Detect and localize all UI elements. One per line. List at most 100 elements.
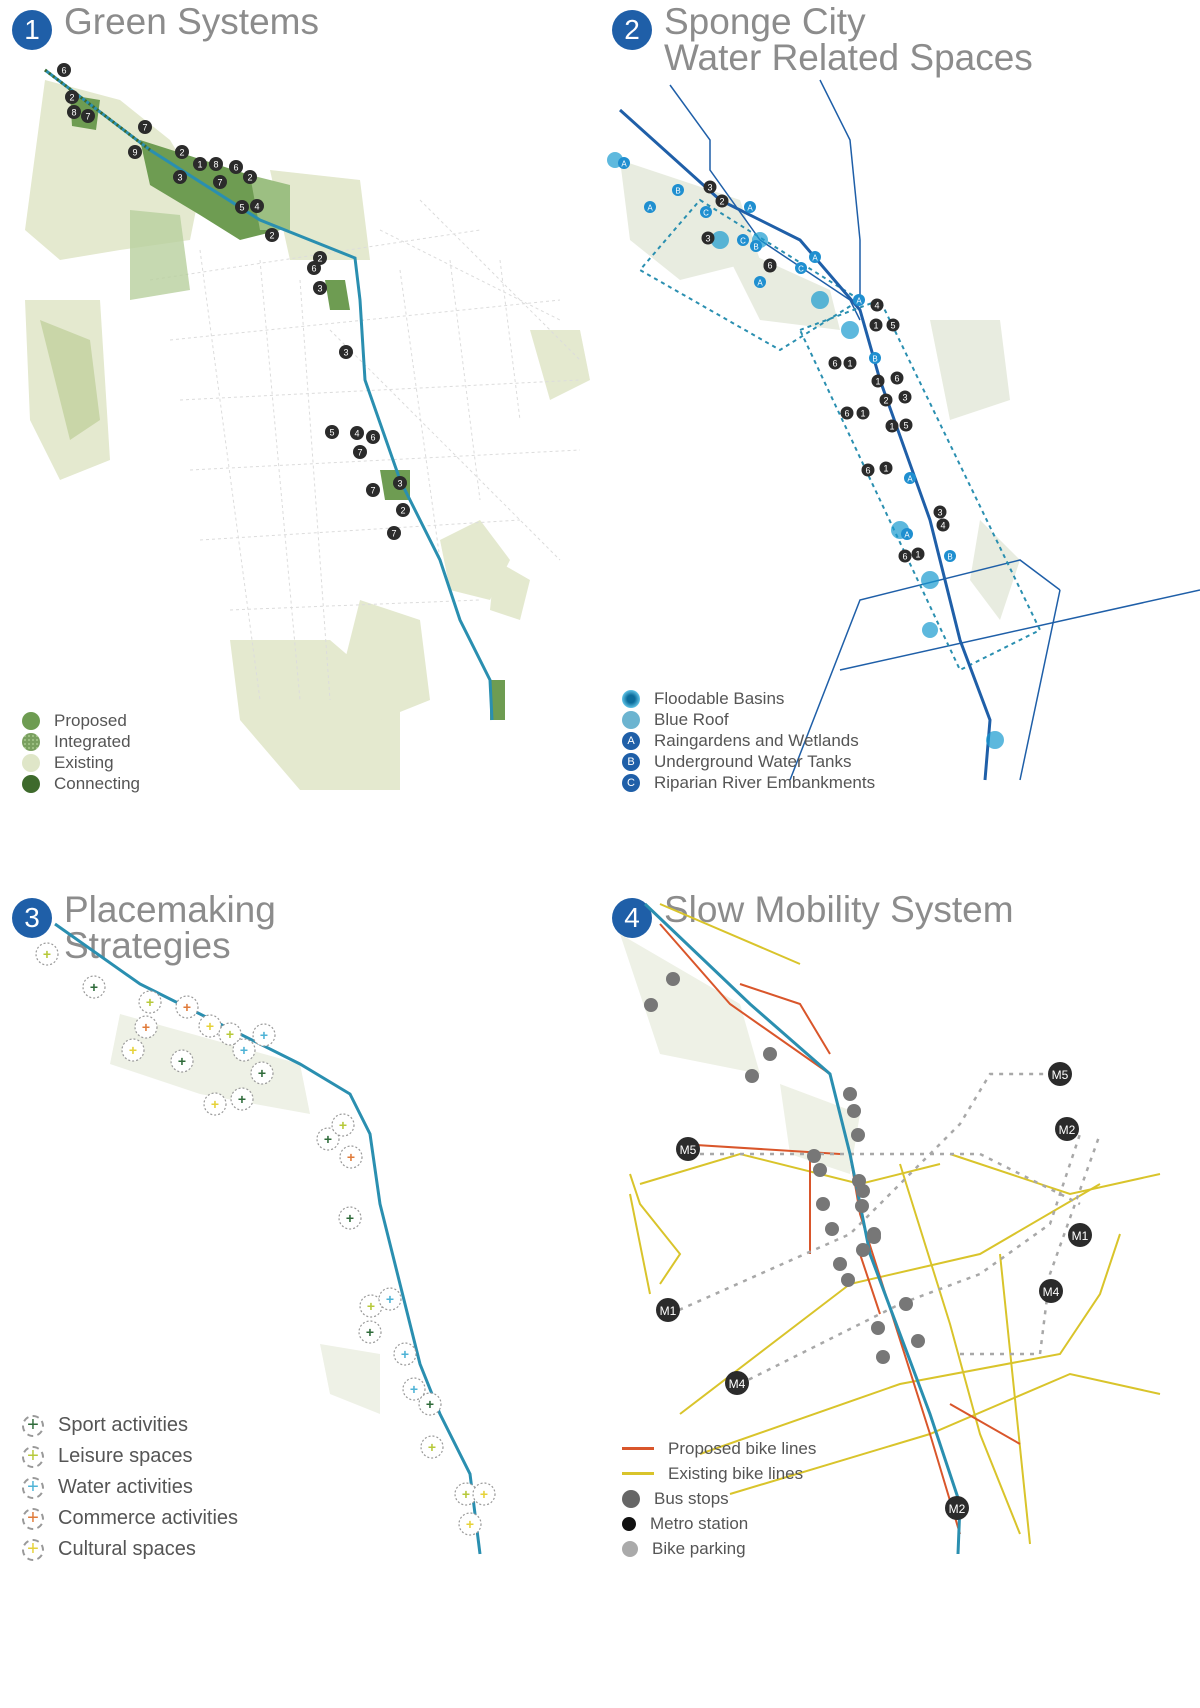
legend-label: Proposed bike lines	[668, 1438, 817, 1458]
activity-circle	[35, 942, 59, 966]
map-marker	[795, 262, 807, 274]
marker-label: 3	[705, 234, 710, 244]
marker-label: 2	[269, 231, 274, 241]
marker-label: 4	[254, 202, 259, 212]
map-marker	[840, 406, 854, 420]
activity-plus: +	[462, 1486, 470, 1502]
bus-stop-icon	[813, 1163, 827, 1177]
map-marker	[885, 419, 899, 433]
map-marker	[250, 199, 264, 213]
activity-circle	[393, 1342, 417, 1366]
activity-circle	[203, 1092, 227, 1116]
map-marker	[856, 406, 870, 420]
activity-plus: +	[146, 994, 154, 1010]
activity-circle	[198, 1014, 222, 1038]
map-marker	[911, 547, 925, 561]
panel-title: Sponge City Water Related Spaces	[664, 1, 1033, 78]
map-marker	[901, 528, 913, 540]
marker-label: 9	[132, 148, 137, 158]
activity-plus: +	[90, 979, 98, 995]
blue-roof-icon	[622, 710, 640, 729]
marker-label: A	[904, 531, 910, 540]
map-marker	[869, 352, 881, 364]
marker-label: 5	[890, 321, 895, 331]
panel-title: Green Systems	[64, 1, 319, 42]
marker-label: 1	[860, 409, 865, 419]
marker-label: 6	[767, 261, 772, 271]
activity-circle	[232, 1038, 256, 1062]
map-marker	[744, 201, 756, 213]
road-grid	[149, 199, 581, 701]
map-marker	[898, 390, 912, 404]
activity-plus: +	[260, 1027, 268, 1043]
bus-stop-icon	[644, 998, 658, 1012]
marker-label: 6	[311, 264, 316, 274]
legend-label: Water activities	[58, 1476, 193, 1498]
activity-plus: +	[401, 1346, 409, 1362]
map-marker	[933, 505, 947, 519]
connecting-river	[44, 68, 494, 721]
sponge-markers: 326364156116236115613461AABCACBAACBAAAB	[618, 157, 956, 563]
marker-label: 5	[239, 203, 244, 213]
map-marker	[366, 483, 380, 497]
marker-label: A	[907, 475, 913, 484]
map-marker	[890, 371, 904, 385]
legend-label: Underground Water Tanks	[654, 751, 852, 771]
legend-label: Integrated	[54, 731, 131, 751]
marker-label: A	[812, 254, 818, 263]
activity-plus: +	[346, 1210, 354, 1226]
legend-label: Existing	[54, 752, 114, 772]
map-marker	[265, 228, 279, 242]
cultural-icon: +	[22, 1538, 44, 1561]
map-marker	[213, 175, 227, 189]
activity-plus: +	[428, 1439, 436, 1455]
bus-stop-icon	[622, 1489, 640, 1508]
marker-label: 6	[844, 409, 849, 419]
metro-label-badge	[656, 1298, 680, 1322]
map-marker	[57, 63, 71, 77]
marker-label: 6	[832, 359, 837, 369]
activity-circle	[472, 1482, 496, 1506]
activity-circle	[175, 995, 199, 1019]
panel-title: Slow Mobility System	[664, 889, 1014, 930]
map-marker	[644, 201, 656, 213]
activity-plus: +	[480, 1486, 488, 1502]
metro-label-badge	[1039, 1279, 1063, 1303]
marker-label: 2	[247, 173, 252, 183]
map-marker	[618, 157, 630, 169]
map-marker	[879, 461, 893, 475]
marker-label: A	[757, 279, 763, 288]
metro-label-badge	[1068, 1223, 1092, 1247]
marker-label: 5	[903, 421, 908, 431]
map-marker	[809, 251, 821, 263]
marker-label: 5	[329, 428, 334, 438]
marker-label: 2	[317, 254, 322, 264]
map-marker	[763, 258, 777, 272]
activity-plus: +	[466, 1516, 474, 1532]
activity-plus: +	[129, 1042, 137, 1058]
marker-label: A	[747, 204, 753, 213]
activity-plus: +	[324, 1131, 332, 1147]
metro-label-text: M5	[680, 1143, 697, 1157]
bus-stop-icon	[807, 1149, 821, 1163]
proposed-swatch	[22, 711, 40, 730]
bus-stop-icon	[911, 1334, 925, 1348]
marker-label: 3	[937, 508, 942, 518]
activity-circle	[230, 1087, 254, 1111]
existing-swatch	[22, 753, 40, 772]
marker-label: 2	[69, 93, 74, 103]
activity-plus: +	[238, 1091, 246, 1107]
bus-stop-icon	[841, 1273, 855, 1287]
map-marker	[175, 145, 189, 159]
water-activity-icon: +	[22, 1476, 44, 1499]
marker-label: 4	[940, 521, 945, 531]
activity-circle	[339, 1145, 363, 1169]
map-marker	[754, 276, 766, 288]
marker-label: A	[647, 204, 653, 213]
map-marker	[871, 374, 885, 388]
map-marker	[703, 180, 717, 194]
bus-stop-icon	[666, 972, 680, 986]
marker-label: 6	[61, 66, 66, 76]
activity-plus: +	[43, 946, 51, 962]
